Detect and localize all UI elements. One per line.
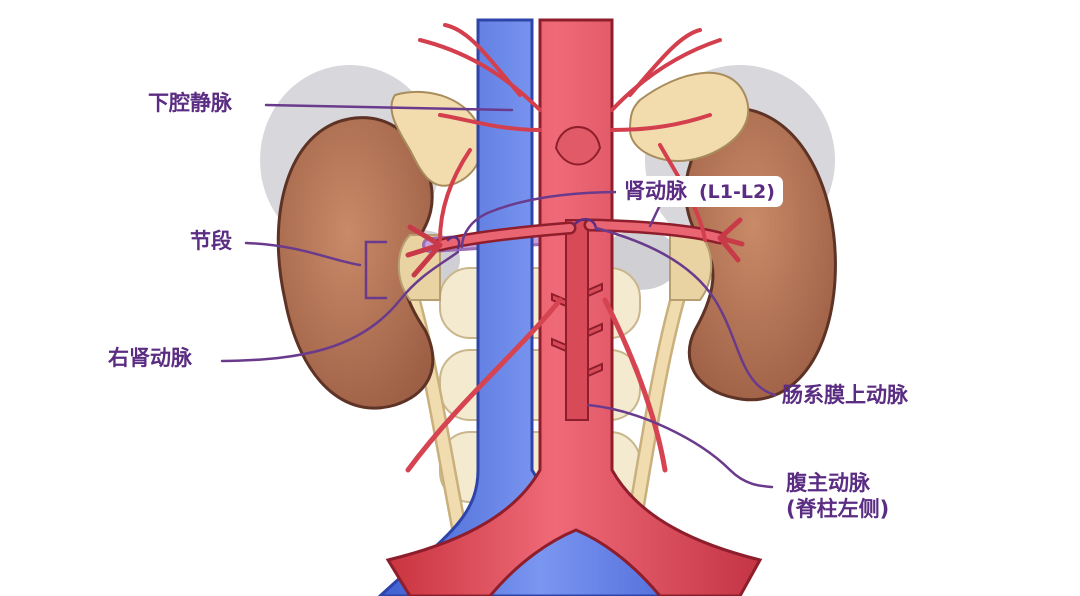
renal-arteries [405, 217, 745, 278]
abdominal-aorta-name: 腹主动脉 [786, 471, 870, 495]
leader-lines [220, 103, 777, 489]
label-renal-artery: 肾动脉 (L1-L2) [616, 176, 783, 207]
leader-line-aorta [586, 403, 774, 489]
label-abdominal-aorta: 腹主动脉 (脊柱左侧) [786, 470, 889, 523]
label-right-renal-artery: 右肾动脉 [108, 346, 192, 370]
segment-bracket [364, 240, 388, 300]
renal-artery-vertebral-level: (L1-L2) [699, 181, 775, 203]
leader-line-sma [594, 226, 777, 397]
label-segment: 节段 [190, 229, 232, 253]
label-inferior-vena-cava: 下腔静脉 [148, 91, 232, 115]
renal-artery-name: 肾动脉 [624, 179, 687, 203]
leader-line-right-renal-artery [220, 250, 460, 363]
abdominal-aorta [385, 18, 763, 596]
leader-line-ivc [264, 103, 514, 112]
adrenal-arteries [418, 23, 722, 242]
leader-line-segment [244, 241, 362, 267]
abdominal-aorta-position-note: (脊柱左侧) [786, 497, 890, 522]
leader-line-renal-artery [460, 190, 622, 249]
leader-line-renal-artery-right [648, 203, 662, 228]
gonadal-vessels [405, 297, 668, 473]
adrenal-glands [390, 71, 750, 187]
label-superior-mesenteric-artery: 肠系膜上动脉 [782, 383, 908, 407]
